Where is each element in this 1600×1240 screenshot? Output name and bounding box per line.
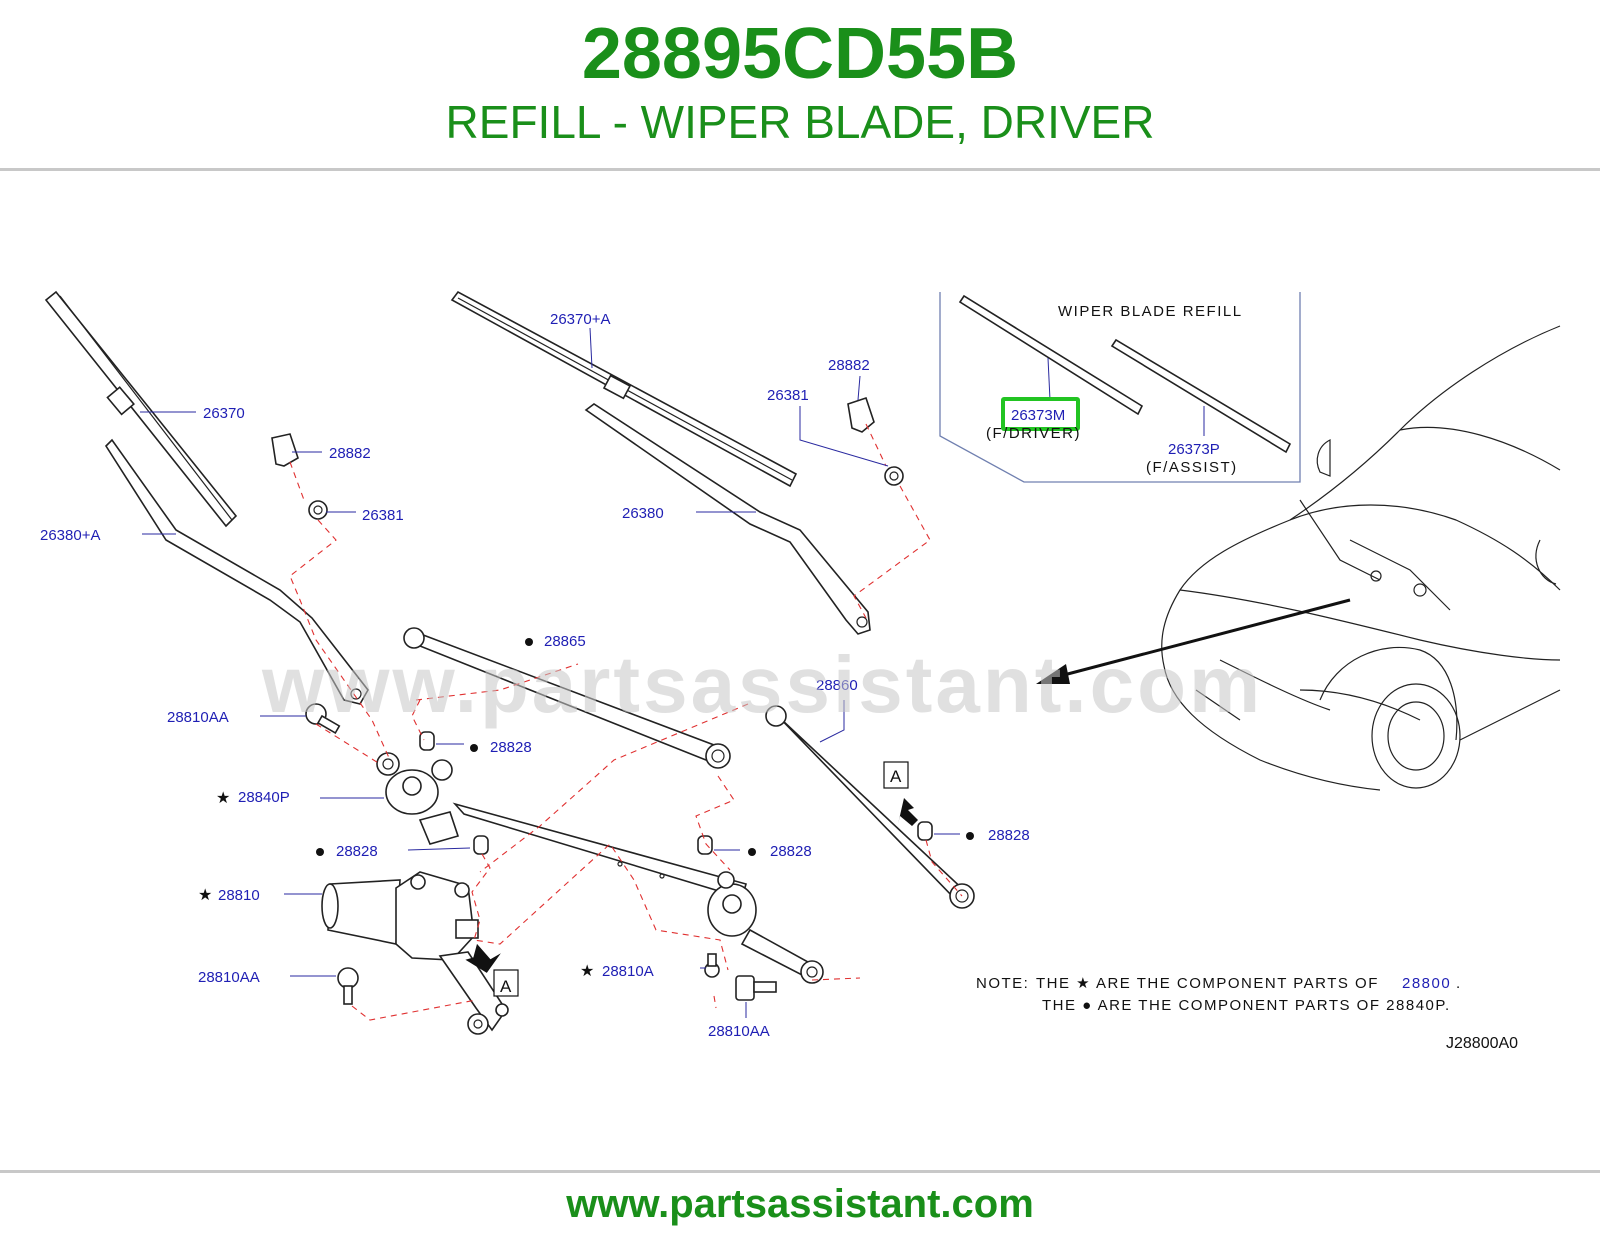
refill-strip-assist[interactable] — [1110, 338, 1292, 454]
pivot-cap-left[interactable] — [271, 433, 299, 467]
wiper-arm-right[interactable] — [584, 403, 871, 635]
page-header: 28895CD55B REFILL - WIPER BLADE, DRIVER — [0, 0, 1600, 170]
ref-letter-a-lower: A — [500, 977, 512, 996]
label-26381-left[interactable]: 26381 — [362, 507, 404, 524]
grommet-28828-b[interactable] — [473, 835, 489, 855]
note-line-1: THE ★ ARE THE COMPONENT PARTS OF — [1036, 975, 1379, 992]
label-f-driver: (F/DRIVER) — [986, 425, 1081, 442]
label-28882-left[interactable]: 28882 — [329, 445, 371, 462]
dot-marker-28828-c — [748, 848, 756, 856]
refill-inset: WIPER BLADE REFILL 26373M (F/DRIVER) 263… — [939, 292, 1301, 483]
star-marker-28810: ★ — [198, 887, 212, 904]
label-26381-right[interactable]: 26381 — [767, 387, 809, 404]
assembly-dash-lines — [289, 423, 963, 1021]
bolt-28810aa-right[interactable] — [735, 975, 777, 1001]
dot-marker-28865 — [525, 638, 533, 646]
ref-arrow-a-upper — [883, 761, 918, 826]
grommet-28828-a[interactable] — [419, 731, 435, 751]
link-rod-28865[interactable] — [403, 627, 731, 769]
component-note: NOTE: THE ★ ARE THE COMPONENT PARTS OF 2… — [976, 975, 1462, 1014]
note-period: . — [1456, 975, 1462, 992]
label-28828-b[interactable]: 28828 — [336, 843, 378, 860]
leader-lines — [140, 327, 960, 1018]
footer-divider — [0, 1170, 1600, 1173]
label-26370a[interactable]: 26370+A — [550, 311, 610, 328]
pivot-nut-left[interactable] — [308, 500, 328, 520]
dot-marker-28828-a — [470, 744, 478, 752]
label-28828-a[interactable]: 28828 — [490, 739, 532, 756]
dot-marker-28828-d — [966, 832, 974, 840]
label-28828-c[interactable]: 28828 — [770, 843, 812, 860]
label-26370[interactable]: 26370 — [203, 405, 245, 422]
ref-letter-a-upper: A — [890, 767, 902, 786]
label-f-assist: (F/ASSIST) — [1146, 459, 1238, 476]
label-28882-right[interactable]: 28882 — [828, 357, 870, 374]
ref-arrow-a-lower — [465, 943, 519, 997]
label-28810aa-lower[interactable]: 28810AA — [198, 969, 260, 986]
grommet-28828-d[interactable] — [917, 821, 933, 841]
link-rod-28860[interactable] — [765, 705, 975, 909]
note-prefix: NOTE: — [976, 975, 1029, 992]
wiper-motor-28810[interactable] — [321, 871, 509, 1035]
pivot-nut-right[interactable] — [884, 466, 904, 486]
label-28810aa-right[interactable]: 28810AA — [708, 1023, 770, 1040]
label-28865[interactable]: 28865 — [544, 633, 586, 650]
part-description: REFILL - WIPER BLADE, DRIVER — [445, 96, 1155, 148]
wiper-arm-left[interactable] — [104, 438, 369, 705]
star-marker-28810a: ★ — [580, 963, 594, 980]
dot-marker-28828-b — [316, 848, 324, 856]
refill-strip-driver[interactable] — [958, 294, 1144, 416]
star-marker-28840p: ★ — [216, 790, 230, 807]
label-28810aa-upper[interactable]: 28810AA — [167, 709, 229, 726]
header-divider — [0, 168, 1600, 171]
wiper-blade-left[interactable] — [44, 290, 238, 528]
label-28810[interactable]: 28810 — [218, 887, 260, 904]
label-28860[interactable]: 28860 — [816, 677, 858, 694]
watermark-text: www.partsassistant.com — [261, 640, 1263, 729]
label-26373p[interactable]: 26373P — [1168, 441, 1220, 458]
footer-website-link[interactable]: www.partsassistant.com — [566, 1182, 1034, 1226]
bolt-28810aa-upper[interactable] — [305, 703, 341, 735]
pivot-cap-right[interactable] — [847, 396, 875, 433]
highlight-box-26373m — [1001, 397, 1080, 431]
note-line-2: THE ● ARE THE COMPONENT PARTS OF 28840P. — [1042, 997, 1451, 1014]
wiper-blade-right[interactable] — [450, 290, 798, 488]
bolt-28810aa-lower[interactable] — [337, 967, 359, 1005]
grommet-28828-c[interactable] — [697, 835, 713, 855]
car-illustration — [1036, 325, 1561, 791]
label-26380a[interactable]: 26380+A — [40, 527, 100, 544]
diagram-code: J28800A0 — [1446, 1035, 1518, 1052]
label-28840p[interactable]: 28840P — [238, 789, 290, 806]
wiper-frame-28840p[interactable] — [376, 752, 824, 984]
label-26373m[interactable]: 26373M — [1011, 407, 1065, 424]
inset-title: WIPER BLADE REFILL — [1058, 303, 1243, 320]
label-26380[interactable]: 26380 — [622, 505, 664, 522]
bolt-28810a[interactable] — [704, 953, 720, 978]
label-28828-d[interactable]: 28828 — [988, 827, 1030, 844]
note-part-28800[interactable]: 28800 — [1402, 975, 1451, 992]
label-28810a[interactable]: 28810A — [602, 963, 654, 980]
part-number-title: 28895CD55B — [581, 14, 1019, 94]
